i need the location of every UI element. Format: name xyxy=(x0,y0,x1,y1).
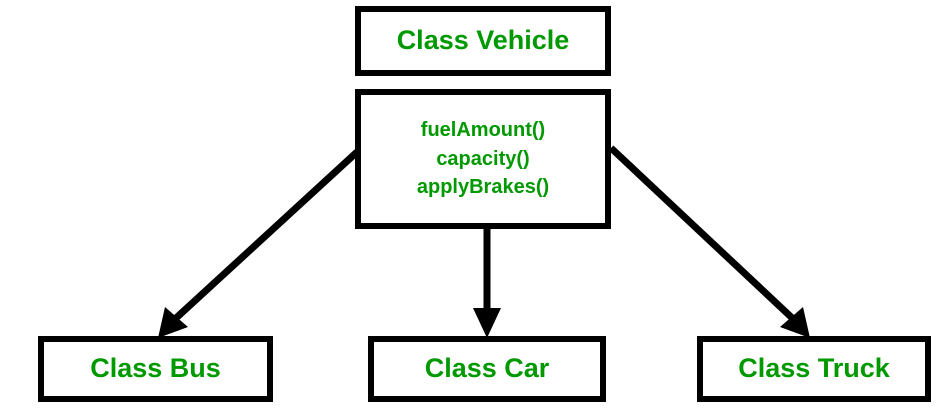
class-title-vehicle: Class Vehicle xyxy=(396,25,570,56)
method-item-capacity: capacity() xyxy=(436,147,530,170)
arrow-vehicle-to-bus xyxy=(158,149,360,338)
class-box-car[interactable]: Class Car xyxy=(368,336,606,402)
arrow-vehicle-to-car xyxy=(473,228,501,338)
method-item-apply-brakes: applyBrakes() xyxy=(416,176,550,199)
method-item-fuel-amount: fuelAmount() xyxy=(420,119,546,142)
class-members-vehicle[interactable]: fuelAmount() capacity() applyBrakes() xyxy=(355,89,611,229)
class-title-car: Class Car xyxy=(424,353,550,384)
class-title-bus: Class Bus xyxy=(90,353,221,384)
arrow-vehicle-to-truck xyxy=(608,145,810,338)
class-title-truck: Class Truck xyxy=(738,353,890,384)
class-box-truck[interactable]: Class Truck xyxy=(697,336,931,402)
class-box-vehicle[interactable]: Class Vehicle xyxy=(355,6,611,76)
class-box-bus[interactable]: Class Bus xyxy=(38,336,273,402)
